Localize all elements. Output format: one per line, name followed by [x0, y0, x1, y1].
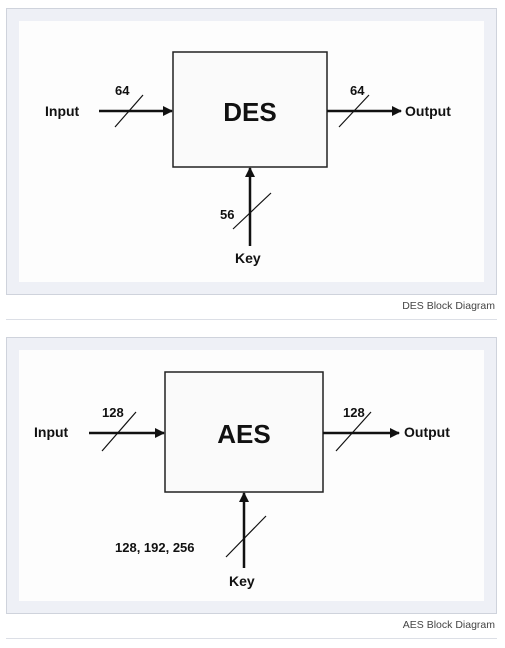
aes-input-bus-slash — [101, 411, 137, 452]
des-input-bits: 64 — [115, 83, 130, 98]
aes-input-bits: 128 — [102, 405, 124, 420]
des-output-bus-slash — [338, 94, 370, 128]
des-output-label: Output — [405, 103, 451, 119]
des-block-label: DES — [223, 97, 276, 127]
des-diagram: DES Input 64 64 Output 56 Key — [45, 51, 451, 266]
des-input-label: Input — [45, 103, 80, 119]
des-input-bus-slash — [114, 94, 144, 128]
des-key-bits: 56 — [220, 207, 234, 222]
des-block — [172, 51, 328, 168]
aes-key-label: Key — [229, 573, 255, 589]
des-key-bus-slash — [232, 192, 272, 230]
aes-diagram: AES Input 128 128 Output 128, 192, 256 K… — [34, 371, 450, 589]
aes-diagram-frame: AES Input 128 128 Output 128, 192, 256 K… — [6, 337, 497, 614]
aes-caption: AES Block Diagram — [402, 619, 495, 631]
aes-input-label: Input — [34, 424, 69, 440]
aes-block-label: AES — [217, 419, 270, 449]
aes-key-bus-slash — [225, 515, 267, 558]
aes-diagram-canvas: AES Input 128 128 Output 128, 192, 256 K… — [19, 350, 484, 601]
des-caption: DES Block Diagram — [402, 300, 495, 312]
des-output-bits: 64 — [350, 83, 365, 98]
aes-caption-divider — [6, 638, 497, 639]
aes-output-bits: 128 — [343, 405, 365, 420]
des-caption-divider — [6, 319, 497, 320]
des-figure: DES Input 64 64 Output 56 Key DES Block … — [6, 8, 497, 324]
des-key-label: Key — [235, 250, 261, 266]
aes-output-label: Output — [404, 424, 450, 440]
aes-key-bits: 128, 192, 256 — [115, 540, 195, 555]
des-diagram-frame: DES Input 64 64 Output 56 Key — [6, 8, 497, 295]
des-diagram-canvas: DES Input 64 64 Output 56 Key — [19, 21, 484, 282]
aes-figure: AES Input 128 128 Output 128, 192, 256 K… — [6, 337, 497, 643]
aes-output-bus-slash — [335, 411, 372, 452]
